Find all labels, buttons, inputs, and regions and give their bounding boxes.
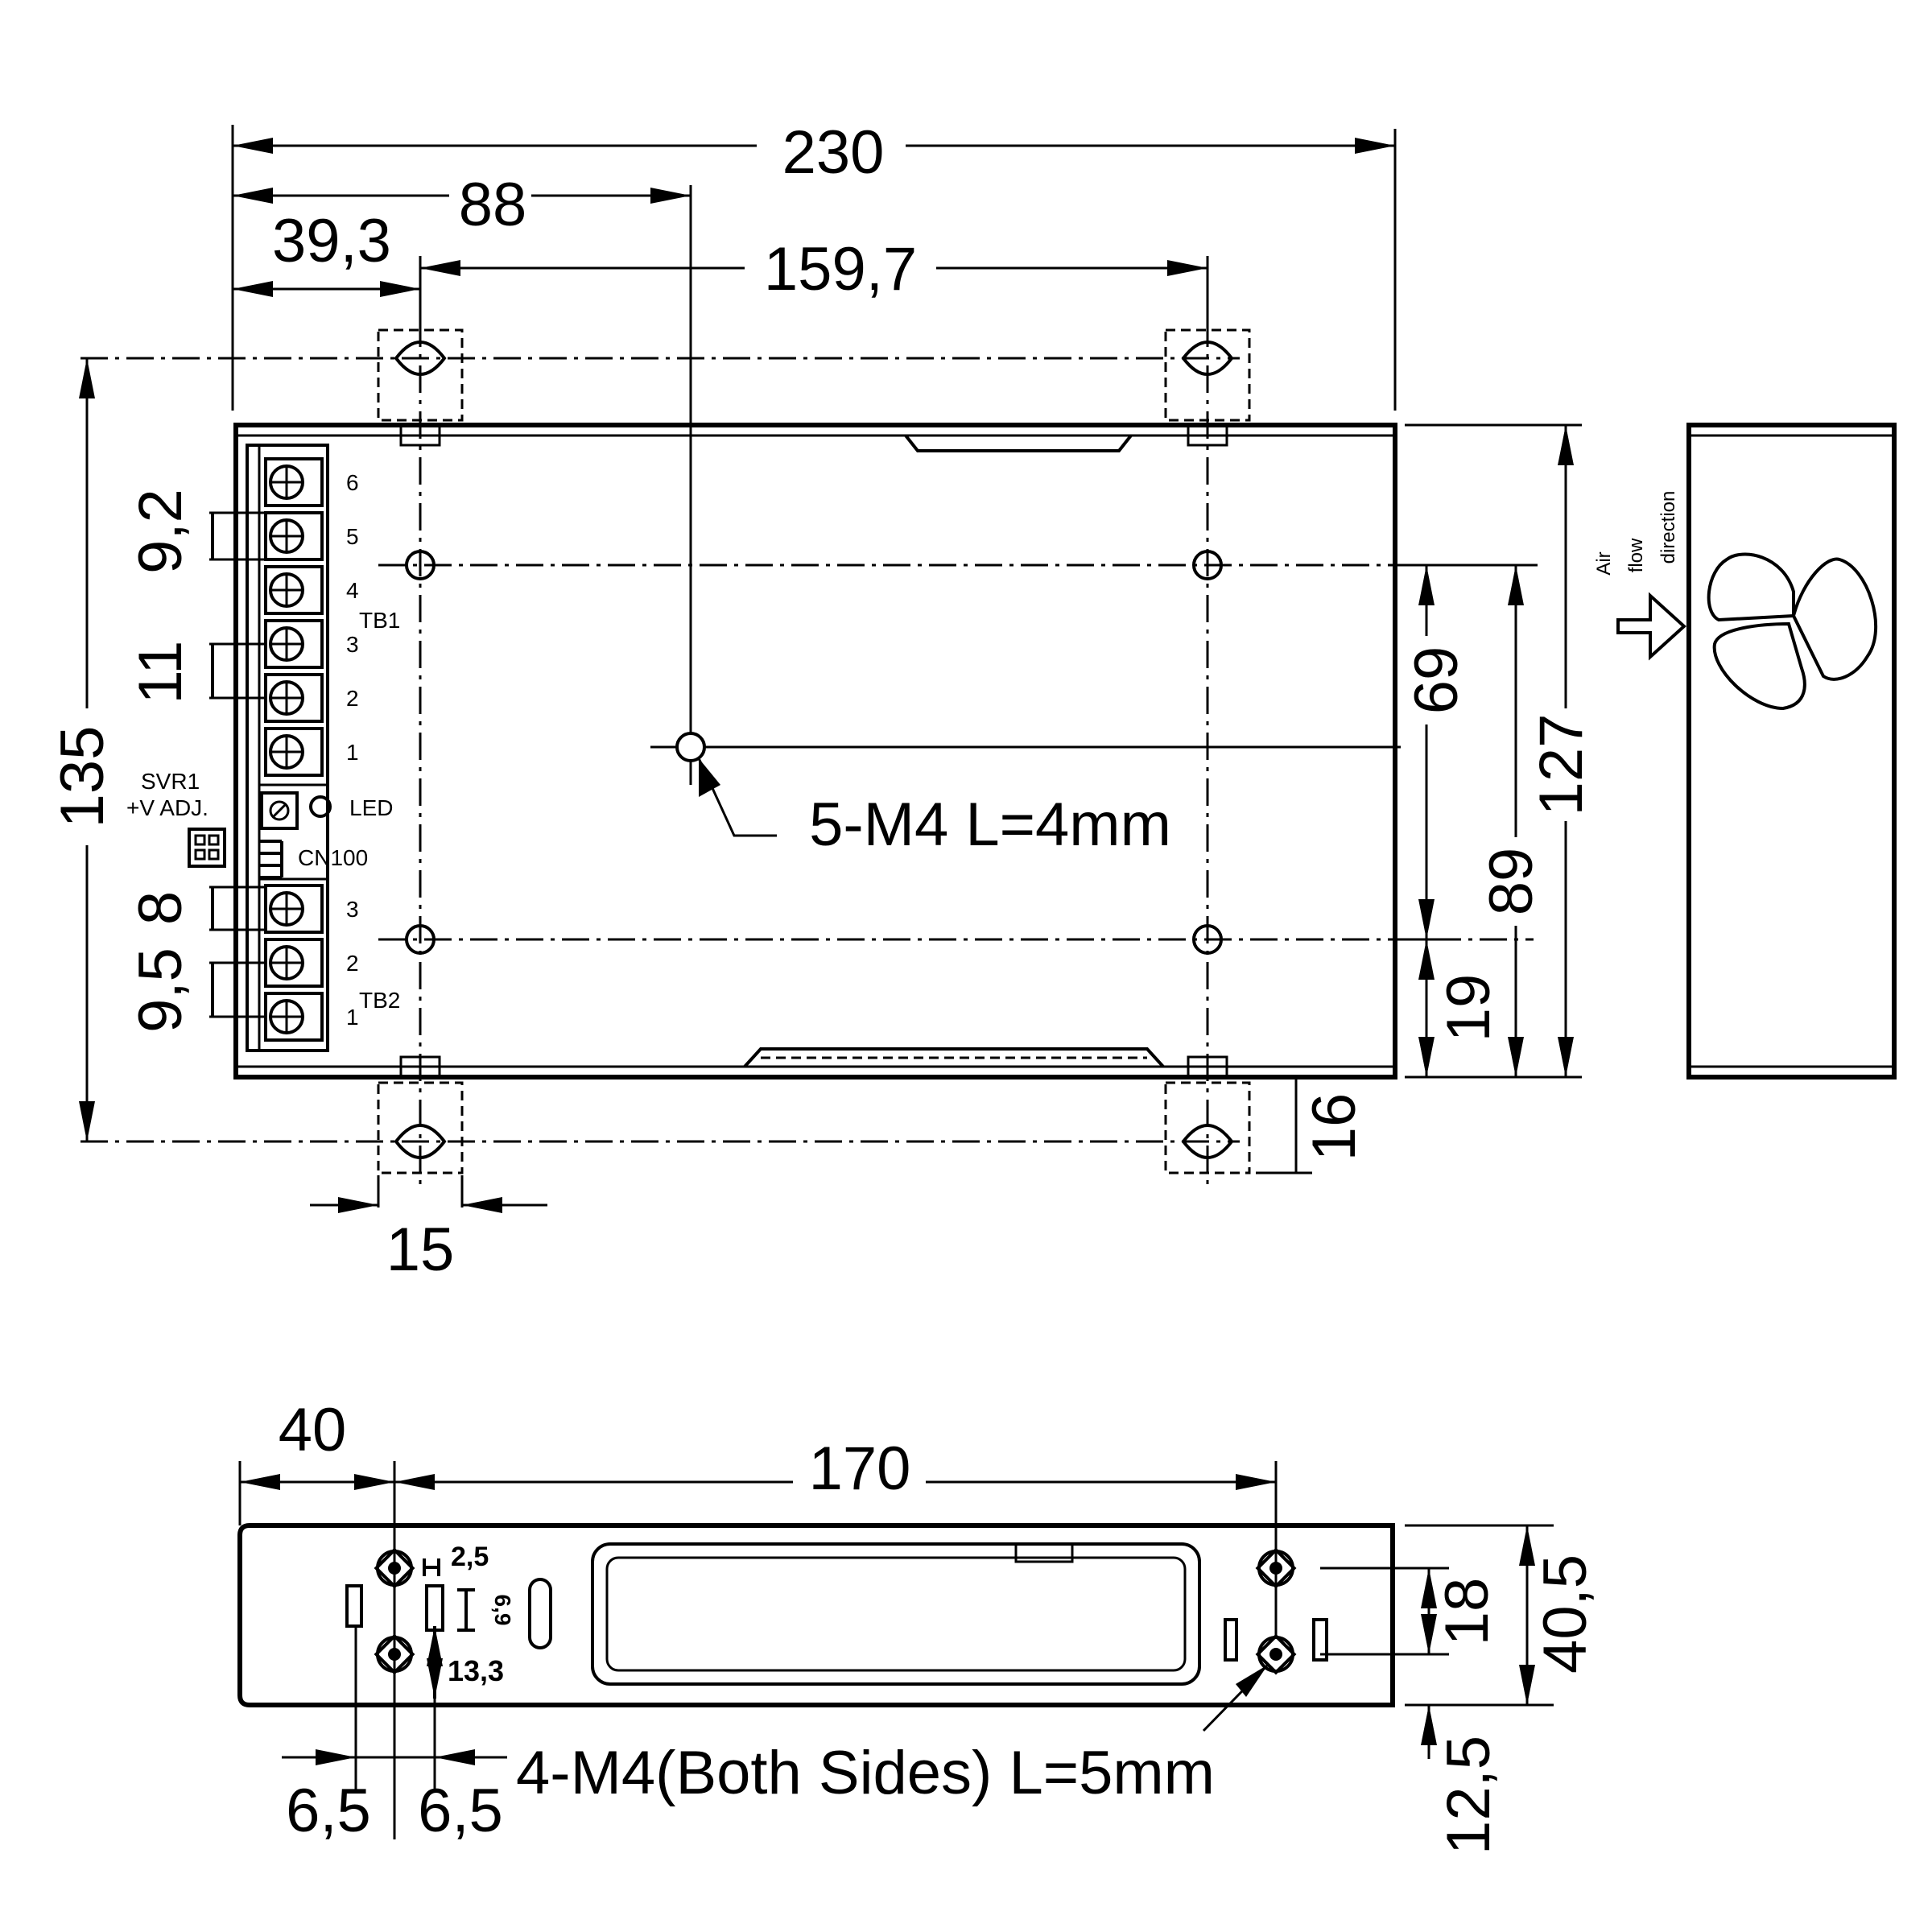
tb2-pin-label: 2 — [346, 951, 359, 976]
dim-39-3: 39,3 — [272, 207, 391, 275]
side-view-outline — [237, 1523, 1395, 1707]
cn100-label: CN100 — [298, 845, 368, 870]
tb1-label: TB1 — [359, 608, 400, 633]
flow-label: flow — [1625, 538, 1647, 572]
dim-6-9: 6,9 — [490, 1595, 515, 1626]
connector-square-icon — [188, 828, 226, 868]
tb2-terminals — [264, 884, 324, 1042]
v-adj-label: +V ADJ. — [126, 795, 208, 820]
led-icon — [309, 795, 332, 818]
dim-19: 19 — [1435, 974, 1503, 1042]
dim-11: 11 — [126, 641, 195, 704]
airflow-arrow-icon — [1616, 592, 1686, 661]
tb1-terminals — [264, 457, 324, 777]
end-view-outline — [1686, 423, 1897, 1080]
dim-40: 40 — [279, 1396, 347, 1464]
dim-2-5: 2,5 — [451, 1542, 489, 1572]
dim-69: 69 — [1402, 646, 1471, 715]
chassis-outline — [233, 423, 1397, 1080]
tb1-pin-label: 4 — [346, 578, 359, 603]
side-vent-slot — [591, 1542, 1201, 1686]
cn100-connector — [259, 840, 283, 879]
dim-135: 135 — [48, 726, 117, 828]
tb2-pin-label: 3 — [346, 897, 359, 922]
terminal-block — [246, 444, 329, 1052]
dim-159-7: 159,7 — [764, 235, 917, 303]
m4-hole-icon — [405, 550, 1223, 955]
dim-15: 15 — [386, 1216, 455, 1284]
dim-127: 127 — [1527, 714, 1596, 816]
dim-16: 16 — [1300, 1093, 1368, 1162]
dim-9-5: 9,5 — [126, 947, 195, 1033]
tab-hole-icon — [394, 341, 1234, 1159]
callout-5-m4: 5-M4 L=4mm — [809, 791, 1171, 859]
dim-170: 170 — [809, 1435, 911, 1503]
tb2-pin-label: 1 — [346, 1005, 359, 1030]
dim-88: 88 — [459, 171, 527, 239]
dim-8: 8 — [126, 891, 195, 925]
callout-4-m4: 4-M4(Both Sides) L=5mm — [516, 1739, 1215, 1807]
fan-icon — [1707, 552, 1878, 711]
tb1-pin-label: 3 — [346, 632, 359, 657]
dim-6-5-left: 6,5 — [286, 1777, 371, 1845]
dim-9-2: 9,2 — [126, 489, 195, 574]
led-label: LED — [349, 795, 393, 820]
dim-12-5: 12,5 — [1435, 1736, 1503, 1855]
dim-40-5: 40,5 — [1531, 1554, 1600, 1674]
dim-13-3: 13,3 — [448, 1654, 504, 1687]
bottom-vent-slot — [743, 1047, 1165, 1068]
svr1-trimmer — [260, 791, 299, 830]
dim-6-5-right: 6,5 — [418, 1777, 503, 1845]
dim-18: 18 — [1433, 1578, 1501, 1646]
tb1-pin-label: 5 — [346, 524, 359, 549]
top-vent-slot — [904, 434, 1133, 452]
tb1-pin-label: 6 — [346, 470, 359, 495]
tb1-pin-label: 2 — [346, 686, 359, 711]
top-view: 6 5 4 3 2 1 3 2 1 TB1 TB2 SVR1 +V ADJ. L… — [48, 118, 1596, 1284]
end-view: Air flow direction — [1593, 423, 1897, 1080]
air-label: Air — [1593, 551, 1615, 575]
tb1-pin-label: 1 — [346, 740, 359, 765]
svr1-label: SVR1 — [141, 769, 200, 794]
dim-overall-width: 230 — [782, 118, 885, 187]
dim-89: 89 — [1477, 848, 1546, 916]
tb2-label: TB2 — [359, 988, 400, 1013]
direction-label: direction — [1657, 491, 1679, 564]
side-view: 40 170 2,5 6,9 13,3 6,5 6,5 4-M4(Both Si… — [237, 1396, 1600, 1855]
